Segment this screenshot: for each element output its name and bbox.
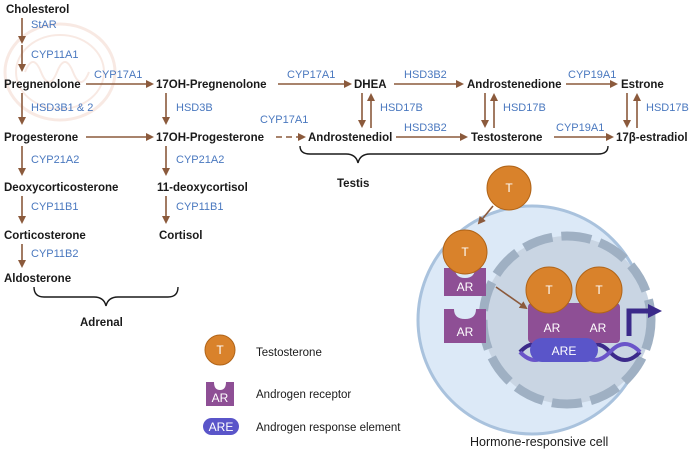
enzyme-cyp19a1-top: CYP19A1 [568, 69, 616, 81]
testosterone-nuclear-left-icon [525, 266, 573, 314]
node-11-deoxycortisol: 11-deoxycortisol [157, 182, 248, 194]
node-estrone: Estrone [621, 79, 664, 91]
are-element-icon [530, 338, 598, 362]
enzyme-hsd17b-c: HSD17B [646, 102, 689, 114]
node-cholesterol: Cholesterol [6, 4, 69, 16]
enzyme-hsd17b-a: HSD17B [380, 102, 423, 114]
group-label-adrenal: Adrenal [80, 317, 123, 329]
node-pregnenolone: Pregnenolone [4, 79, 81, 91]
arrow-t-entry [477, 205, 494, 225]
cell-are: ARE [552, 344, 577, 358]
enzyme-hsd3b2-bottom: HSD3B2 [404, 122, 447, 134]
node-deoxycorticosterone: Deoxycorticosterone [4, 182, 118, 194]
enzyme-hsd3b1-2: HSD3B1 & 2 [31, 102, 93, 114]
node-progesterone: Progesterone [4, 132, 78, 144]
testosterone-outside-icon [486, 165, 532, 211]
cell-t-bound: T [461, 245, 469, 259]
arrow-into-nucleus [495, 286, 528, 310]
receptor-bound-icon [444, 268, 486, 296]
enzyme-star: StAR [31, 19, 57, 31]
enzyme-hsd3b: HSD3B [176, 102, 213, 114]
hormone-responsive-cell: T T AR AR AR AR T T ARE [416, 165, 662, 436]
mitochondrion-watermark-icon [3, 22, 117, 122]
cell-ar-bound: AR [457, 280, 474, 294]
node-androstenedione: Androstenedione [467, 79, 562, 91]
cell-ar-dimer-right: AR [590, 321, 607, 335]
legend-are-symbol: ARE [209, 420, 234, 434]
testis-brace [299, 145, 609, 164]
legend-are-icon [203, 418, 239, 435]
testosterone-bound-icon [442, 229, 488, 275]
cell-t-nuclear-left: T [545, 283, 553, 297]
group-label-testis: Testis [337, 178, 369, 190]
node-dhea: DHEA [354, 79, 387, 91]
receptor-free-icon [444, 309, 486, 343]
adrenal-brace [33, 286, 179, 307]
enzyme-cyp11a1: CYP11A1 [31, 49, 79, 61]
enzyme-hsd17b-b: HSD17B [503, 102, 546, 114]
cell-caption: Hormone-responsive cell [470, 435, 608, 449]
enzyme-cyp21a2-left: CYP21A2 [31, 154, 79, 166]
cell-t-nuclear-right: T [595, 283, 603, 297]
node-cortisol: Cortisol [159, 230, 202, 242]
legend-testosterone-label: Testosterone [256, 347, 322, 359]
node-17oh-progesterone: 17OH-Progesterone [156, 132, 264, 144]
enzyme-cyp17a1-b: CYP17A1 [287, 69, 335, 81]
testosterone-nuclear-right-icon [575, 266, 623, 314]
legend-androgen-receptor-label: Androgen receptor [256, 389, 351, 401]
enzyme-cyp17a1-c: CYP17A1 [260, 114, 308, 126]
legend: T Testosterone AR Androgen receptor ARE … [203, 334, 401, 435]
enzyme-cyp21a2-mid: CYP21A2 [176, 154, 224, 166]
enzyme-cyp19a1-bottom: CYP19A1 [556, 122, 604, 134]
node-aldosterone: Aldosterone [4, 273, 71, 285]
node-testosterone: Testosterone [471, 132, 542, 144]
enzyme-cyp11b2: CYP11B2 [31, 248, 79, 260]
cell-t-outside: T [505, 181, 513, 195]
node-corticosterone: Corticosterone [4, 230, 86, 242]
node-androstenediol: Androstenediol [308, 132, 392, 144]
legend-t-symbol: T [216, 343, 224, 357]
legend-receptor-icon [206, 382, 234, 406]
cell-ar-free: AR [457, 325, 474, 339]
legend-ar-symbol: AR [212, 391, 229, 405]
enzyme-cyp11b1-left: CYP11B1 [31, 201, 79, 213]
enzyme-hsd3b2-top: HSD3B2 [404, 69, 447, 81]
transcription-arrow-icon [626, 304, 662, 336]
enzyme-cyp17a1-a: CYP17A1 [94, 69, 142, 81]
cell-ar-dimer-left: AR [544, 321, 561, 335]
node-17oh-pregnenolone: 17OH-Pregnenolone [156, 79, 267, 91]
legend-androgen-response-element-label: Androgen response element [256, 422, 401, 434]
enzyme-cyp11b1-mid: CYP11B1 [176, 201, 224, 213]
node-17b-estradiol: 17β-estradiol [616, 132, 688, 144]
legend-testosterone-icon [204, 334, 236, 366]
